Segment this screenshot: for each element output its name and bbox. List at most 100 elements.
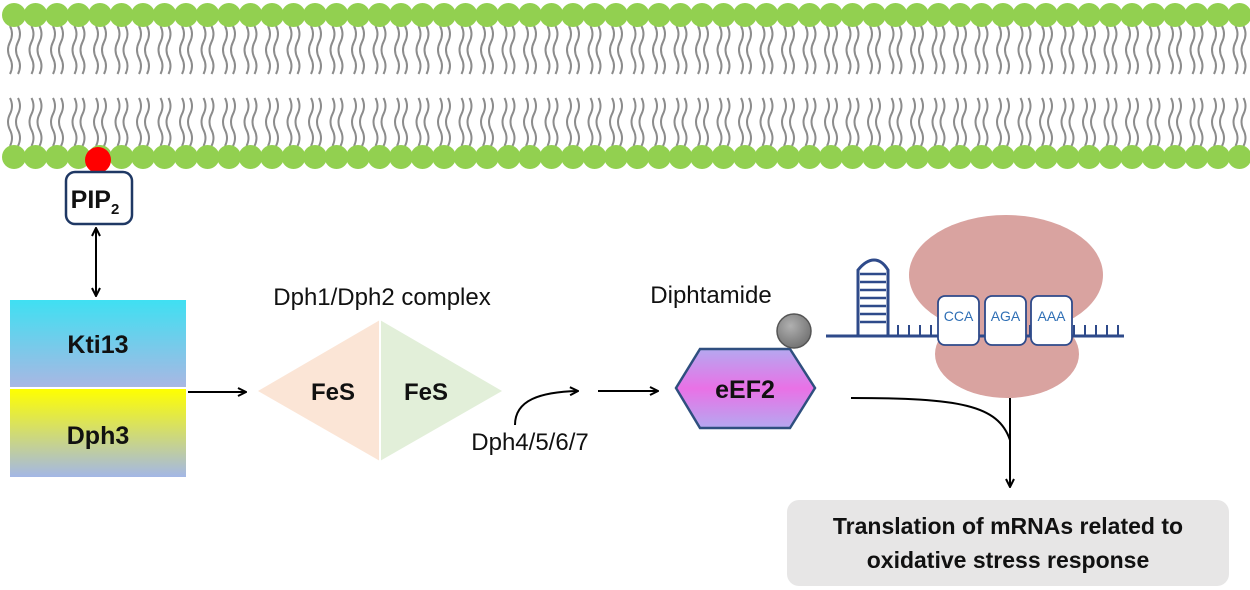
codon-box [1030,295,1073,346]
lipid-tail [910,25,916,75]
lipid-tail [1082,97,1088,147]
lipid-head [647,3,671,27]
lipid-head [217,3,241,27]
pip2-phosphate-marker [85,147,111,173]
lipid-tail [488,97,494,147]
lipid-tail [437,25,443,75]
lipid-tail [1111,97,1118,147]
lipid-tail [1025,25,1032,75]
lipid-head [1163,3,1187,27]
lipid-head [1098,145,1123,169]
lipid-tail [961,97,967,147]
lipid-tail [695,97,701,147]
lipid-tail [93,25,99,75]
lipid-tail [660,25,666,75]
diphthamide-ball-icon [776,313,812,349]
kti13-label: Kti13 [67,331,128,359]
lipid-tail [114,97,121,147]
lipid-tail [1111,25,1118,75]
lipid-tail [50,25,56,75]
lipid-tail [574,97,580,147]
lipid-tail [165,97,172,147]
lipid-tail [402,25,408,75]
lipid-tail [1060,25,1067,75]
lipid-tail [101,97,107,147]
lipid-head [324,3,349,27]
lipid-head [625,145,650,169]
lipid-head [389,145,413,169]
lipid-head [1120,3,1144,27]
lipid-tail [552,25,559,75]
lipid-tail [157,25,164,75]
lipid-head [217,145,241,169]
lipid-tail [1133,25,1139,75]
lipid-tail [200,25,207,75]
lipid-tail [1017,25,1024,75]
lipid-tail [824,97,830,147]
lipid-tail [638,25,645,75]
lipid-tail [1004,25,1010,75]
lipid-tail [101,25,107,75]
lipid-tail [71,97,78,147]
lipid-head [1120,145,1144,169]
lipid-head [88,3,112,27]
lipid-tail [1240,25,1247,75]
lipid-tail [187,97,193,147]
lipid-tail [810,25,817,75]
lipid-tail [1068,25,1075,75]
lipid-head [647,145,671,169]
lipid-head [324,145,349,169]
lipid-head [754,3,779,27]
lipid-tail [501,97,508,147]
lipid-head [797,3,822,27]
lipid-tail [982,97,989,147]
lipid-tail [1197,25,1204,75]
lipid-head [260,3,284,27]
lipid-tail [531,25,537,75]
lipid-tail [157,97,164,147]
lipid-tail [695,25,701,75]
lipid-tail [480,25,486,75]
lipid-tail [114,25,121,75]
lipid-tail [681,25,688,75]
lipid-tail [531,97,537,147]
dph3-label: Dph3 [67,422,130,450]
lipid-tail [918,97,924,147]
trna-hairpin-icon [856,258,890,336]
lipid-tail [316,97,322,147]
lipid-tail [501,25,508,75]
eef2-label: eEF2 [715,376,775,404]
lipid-tail [265,97,271,147]
lipid-tail [15,25,21,75]
pip2-label: PIP2 [71,186,120,218]
lipid-tail [208,25,215,75]
lipid-tail [294,97,301,147]
lipid-tail [918,25,924,75]
lipid-head [238,3,263,27]
lipid-tail [286,25,293,75]
lipid-tail [931,97,938,147]
outcome-line-2: oxidative stress response [866,547,1150,573]
lipid-head [518,145,542,169]
lipid-tail [1103,25,1110,75]
lipid-head [23,3,48,27]
lipid-head [862,145,886,169]
lipid-head [797,145,822,169]
lipid-tail [875,97,881,147]
lipid-tail [79,97,86,147]
lipid-tail [359,25,365,75]
lipid-tail [867,25,873,75]
lipid-tail [466,25,473,75]
lipid-tail [544,25,551,75]
lipid-tail [437,97,443,147]
lipid-heads-lower [2,145,1250,169]
lipid-head [948,145,972,169]
lipid-tail [286,97,293,147]
lipid-head [711,145,736,169]
lipid-tail [609,25,615,75]
lipid-head [410,145,435,169]
lipid-head [1184,3,1209,27]
lipid-tail [1090,25,1096,75]
lipid-tail [230,97,236,147]
dph4567-curved-arrow [514,391,578,426]
